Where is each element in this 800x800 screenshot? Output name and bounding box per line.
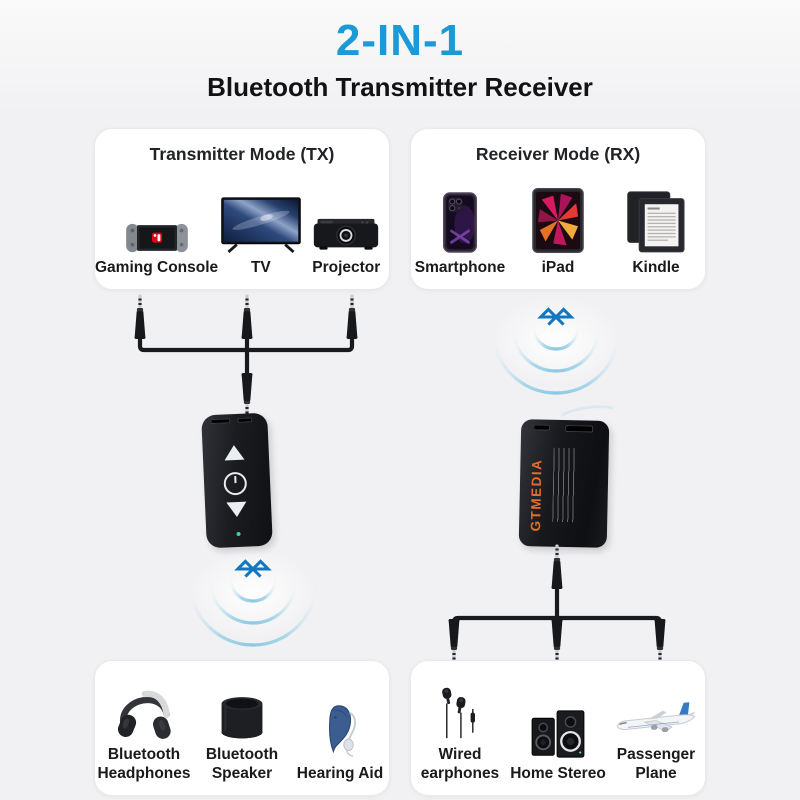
bluetooth-speaker-icon xyxy=(216,678,268,740)
volume-down-button xyxy=(226,501,247,518)
ipad-icon xyxy=(532,181,584,254)
device-label: Bluetooth Speaker xyxy=(205,746,279,783)
tx-source-row: Gaming Console TV xyxy=(95,181,389,278)
bluetooth-icon xyxy=(537,307,575,326)
bluetooth-signal-left xyxy=(188,559,318,647)
passenger-plane-icon xyxy=(614,678,698,740)
list-item: Wired earphones xyxy=(411,678,509,784)
rx-sink-row: Wired earphones Home xyxy=(411,678,705,784)
transmitter-mode-panel: Transmitter Mode (TX) G xyxy=(94,128,390,290)
device-label: Smartphone xyxy=(414,259,506,277)
volume-up-button xyxy=(223,444,245,461)
bluetooth-receiver-device: GTMEDIA xyxy=(518,419,610,548)
list-item: Passenger Plane xyxy=(607,678,705,784)
bluetooth-headphones-icon xyxy=(115,678,173,740)
status-led xyxy=(236,531,241,537)
list-item: Bluetooth Headphones xyxy=(95,678,193,784)
rx-source-row: Smartphone iPad xyxy=(411,181,705,278)
receiver-mode-heading: Receiver Mode (RX) xyxy=(475,144,641,164)
bluetooth-icon xyxy=(234,559,272,578)
list-item: Home Stereo xyxy=(509,678,607,784)
list-item: Projector xyxy=(304,181,389,278)
device-label: Wired earphones xyxy=(420,746,500,783)
page-title: 2-IN-1 xyxy=(335,16,465,65)
tx-sinks-panel: Bluetooth Headphones Bluetooth Speaker xyxy=(94,660,390,796)
bluetooth-transmitter-device xyxy=(201,412,273,549)
brand-label: GTMEDIA xyxy=(527,458,545,532)
projector-icon xyxy=(312,181,380,253)
page-subtitle: Bluetooth Transmitter Receiver xyxy=(207,72,593,102)
tx-sink-row: Bluetooth Headphones Bluetooth Speaker xyxy=(95,678,389,784)
device-label: Gaming Console xyxy=(95,259,219,277)
list-item: Smartphone xyxy=(411,181,509,278)
usb-port xyxy=(237,417,253,423)
receiver-mode-panel: Receiver Mode (RX) Smar xyxy=(410,128,706,290)
tx-aux-splitter-cable xyxy=(134,294,358,418)
home-stereo-icon xyxy=(531,697,585,759)
device-label: Kindle xyxy=(632,259,680,277)
list-item: iPad xyxy=(509,181,607,278)
kindle-icon xyxy=(627,181,685,253)
device-label: Hearing Aid xyxy=(296,765,384,783)
list-item: TV xyxy=(218,181,303,278)
device-label: TV xyxy=(250,259,271,277)
list-item: Kindle xyxy=(607,181,705,278)
tv-icon xyxy=(221,181,301,254)
spec-text-block xyxy=(552,447,578,523)
device-label: iPad xyxy=(541,259,575,277)
power-button xyxy=(223,471,248,496)
rx-aux-splitter-cable xyxy=(448,544,666,664)
list-item: Bluetooth Speaker xyxy=(193,678,291,784)
hearing-aid-icon xyxy=(322,697,358,759)
bluetooth-signal-right xyxy=(491,307,621,395)
rx-sinks-panel: Wired earphones Home xyxy=(410,660,706,796)
device-label: Projector xyxy=(312,259,381,277)
usb-port xyxy=(565,425,594,433)
device-label: Home Stereo xyxy=(510,765,606,783)
list-item: Gaming Console xyxy=(95,181,218,278)
list-item: Hearing Aid xyxy=(291,678,389,784)
transmitter-mode-heading: Transmitter Mode (TX) xyxy=(149,144,335,164)
smartphone-icon xyxy=(443,181,477,253)
device-label: Bluetooth Headphones xyxy=(97,746,191,783)
gaming-console-icon xyxy=(125,181,189,253)
wired-earphones-icon xyxy=(439,678,481,740)
aux-port xyxy=(533,424,551,431)
aux-port xyxy=(210,418,231,425)
device-label: Passenger Plane xyxy=(616,746,696,783)
